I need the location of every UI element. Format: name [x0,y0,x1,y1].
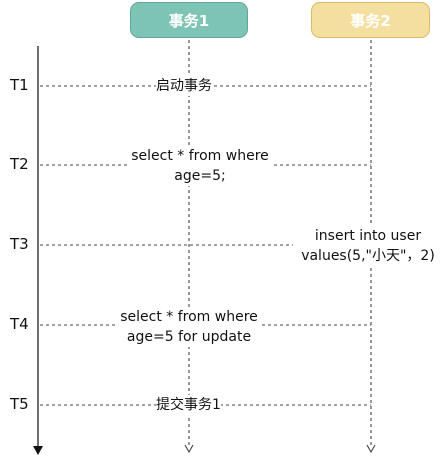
step-t3-line1: insert into user [314,228,422,244]
time-axis-arrowhead [33,446,43,455]
time-label-t5: T5 [10,395,29,413]
step-t2-line1: select * from where [131,148,269,164]
tx2-header: 事务2 [311,2,430,38]
step-t5: 提交事务1 [156,395,221,415]
step-t2-line2: age=5; [174,168,226,184]
step-t4: select * from where age=5 for update [116,307,262,347]
step-t1: 启动事务 [156,76,212,96]
step-t3: insert into user values(5,"小天"，2) [293,226,443,266]
step-t3-line2: values(5,"小天"，2) [301,248,435,264]
step-t2: select * from where age=5; [128,146,272,186]
step-t4-line1: select * from where [120,309,258,325]
lifeline-tx1-arrow [184,444,194,454]
time-label-t4: T4 [10,315,29,333]
tx1-header: 事务1 [130,2,248,38]
time-label-t1: T1 [10,76,29,94]
time-label-t2: T2 [10,155,29,173]
lifeline-tx2-arrow [366,444,376,454]
time-label-t3: T3 [10,235,29,253]
step-t4-line2: age=5 for update [126,329,252,345]
